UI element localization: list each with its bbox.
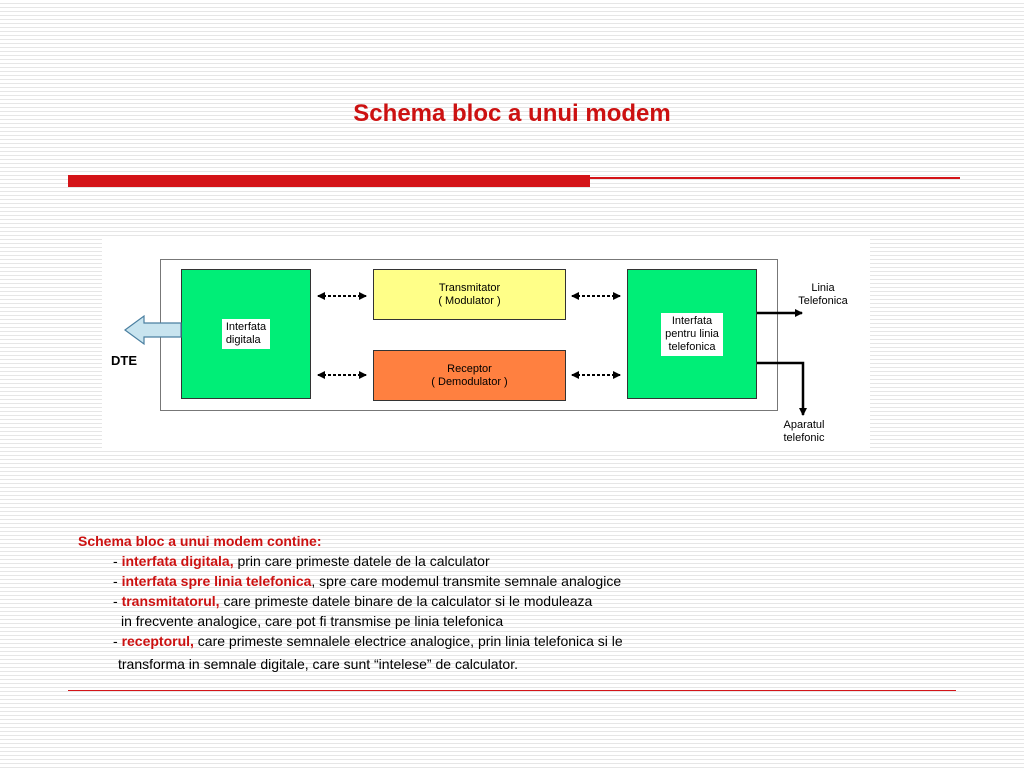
transmitter-label: Transmitator ( Modulator ) [438, 281, 501, 307]
list-item: - receptorul, care primeste semnalele el… [113, 633, 623, 649]
list-item-continuation: in frecvente analogice, care pot fi tran… [121, 613, 504, 629]
title-divider-thick [68, 175, 590, 187]
digital-interface-label: Interfata digitala [221, 319, 271, 349]
digital-interface-block: Interfata digitala [181, 269, 311, 399]
dte-label: DTE [111, 353, 137, 368]
description: Schema bloc a unui modem contine: - inte… [78, 531, 958, 674]
description-heading: Schema bloc a unui modem contine: [78, 533, 322, 549]
list-item: - interfata spre linia telefonica, spre … [113, 573, 622, 589]
title-divider-thin [590, 177, 960, 179]
line-interface-label: Interfata pentru linia telefonica [661, 312, 723, 356]
transmitter-block: Transmitator ( Modulator ) [373, 269, 566, 320]
list-item-continuation: transforma in semnale digitale, care sun… [118, 656, 518, 672]
list-item: - interfata digitala, prin care primeste… [113, 553, 490, 569]
line-interface-block: Interfata pentru linia telefonica [627, 269, 757, 399]
list-item: - transmitatorul, care primeste datele b… [113, 593, 593, 609]
receiver-label: Receptor ( Demodulator ) [431, 362, 508, 388]
telephone-set-label: Aparatul telefonic [783, 419, 825, 444]
bottom-divider [68, 690, 956, 691]
phone-line-label: Linia Telefonica [798, 282, 848, 307]
receiver-block: Receptor ( Demodulator ) [373, 350, 566, 401]
page-title: Schema bloc a unui modem [353, 100, 671, 127]
